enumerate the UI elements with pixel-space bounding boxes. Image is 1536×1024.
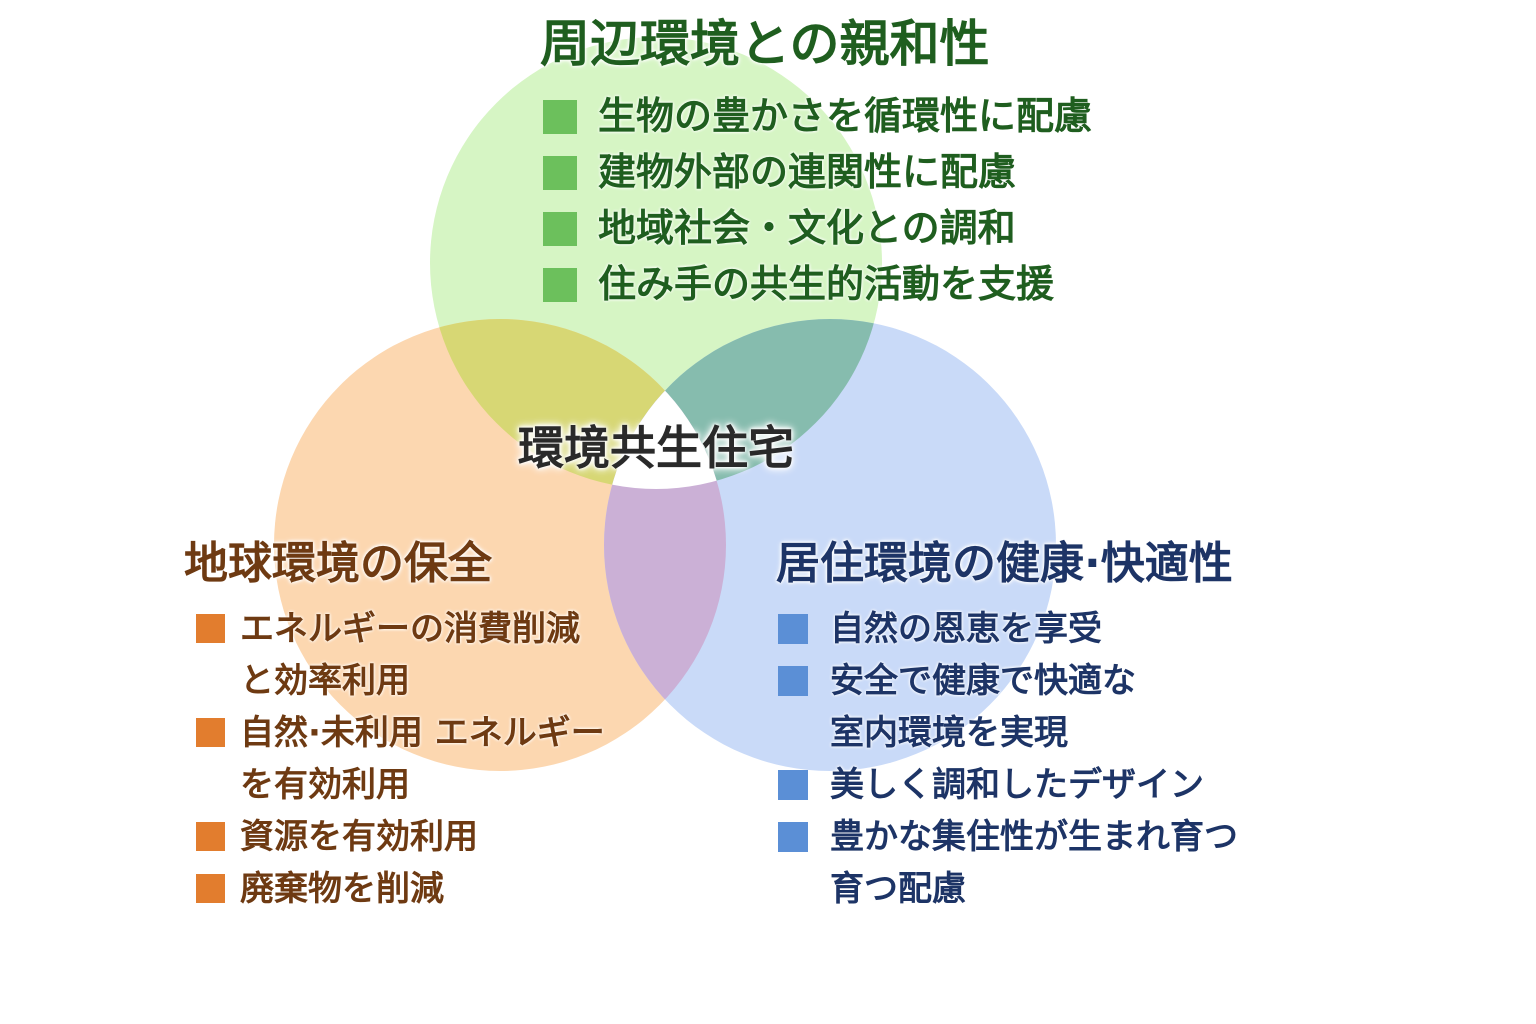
center-label: 環境共生住宅 <box>518 421 794 475</box>
square-bullet-icon <box>196 822 225 851</box>
green-section-title: 周辺環境との親和性 <box>540 15 990 73</box>
list-item: 住み手の共生的活動を支援 <box>543 256 1092 312</box>
list-item-text: 豊かな集住性が生まれ育つ <box>830 817 1238 857</box>
list-item: 廃棄物を削減 <box>196 863 605 915</box>
list-item: エネルギーの消費削減と効率利用 <box>196 603 605 707</box>
square-bullet-icon <box>196 614 225 643</box>
green-item-list: 生物の豊かさを循環性に配慮建物外部の連関性に配慮地域社会・文化との調和住み手の共… <box>543 88 1092 312</box>
list-item: 建物外部の連関性に配慮 <box>543 144 1092 200</box>
list-item-text: 地域社会・文化との調和 <box>598 206 1016 250</box>
list-item-text: 住み手の共生的活動を支援 <box>598 262 1055 306</box>
list-item-text: エネルギーの消費削減 <box>240 609 580 649</box>
square-bullet-icon <box>196 718 225 747</box>
square-bullet-icon <box>778 770 808 800</box>
list-item-text: を有効利用 <box>240 765 410 805</box>
square-bullet-icon <box>778 822 808 852</box>
list-item-text: 室内環境を実現 <box>830 713 1068 753</box>
list-item: 生物の豊かさを循環性に配慮 <box>543 88 1092 144</box>
list-item-text: 美しく調和したデザイン <box>830 765 1204 805</box>
list-item: 自然·未利用 エネルギーを有効利用 <box>196 707 605 811</box>
list-item: 自然の恩恵を享受 <box>778 603 1238 655</box>
list-item: 資源を有効利用 <box>196 811 605 863</box>
list-item-text: と効率利用 <box>240 661 410 701</box>
list-item-text: 建物外部の連関性に配慮 <box>598 150 1017 194</box>
green-blue-overlap <box>604 319 882 489</box>
blue-section-title: 居住環境の健康·快適性 <box>776 538 1233 589</box>
green-orange-overlap <box>430 319 726 489</box>
square-bullet-icon <box>196 874 225 903</box>
list-item-text: 育つ配慮 <box>830 869 966 909</box>
list-item-text: 廃棄物を削減 <box>240 869 444 909</box>
list-item-text: 自然の恩恵を享受 <box>830 609 1102 649</box>
square-bullet-icon <box>543 212 577 246</box>
list-item-text: 安全で健康で快適な <box>830 661 1136 701</box>
list-item: 豊かな集住性が生まれ育つ育つ配慮 <box>778 811 1238 915</box>
list-item-text: 自然·未利用 エネルギー <box>240 713 605 753</box>
square-bullet-icon <box>543 268 577 302</box>
orange-section-title: 地球環境の保全 <box>184 538 492 589</box>
list-item: 美しく調和したデザイン <box>778 759 1238 811</box>
list-item-text: 資源を有効利用 <box>240 817 478 857</box>
square-bullet-icon <box>543 100 577 134</box>
list-item: 地域社会・文化との調和 <box>543 200 1092 256</box>
blue-item-list: 自然の恩恵を享受安全で健康で快適な室内環境を実現美しく調和したデザイン豊かな集住… <box>778 603 1238 915</box>
square-bullet-icon <box>543 156 577 190</box>
square-bullet-icon <box>778 666 808 696</box>
square-bullet-icon <box>778 614 808 644</box>
list-item-text: 生物の豊かさを循環性に配慮 <box>598 94 1093 138</box>
list-item: 安全で健康で快適な室内環境を実現 <box>778 655 1238 759</box>
orange-item-list: エネルギーの消費削減と効率利用自然·未利用 エネルギーを有効利用資源を有効利用廃… <box>196 603 605 915</box>
